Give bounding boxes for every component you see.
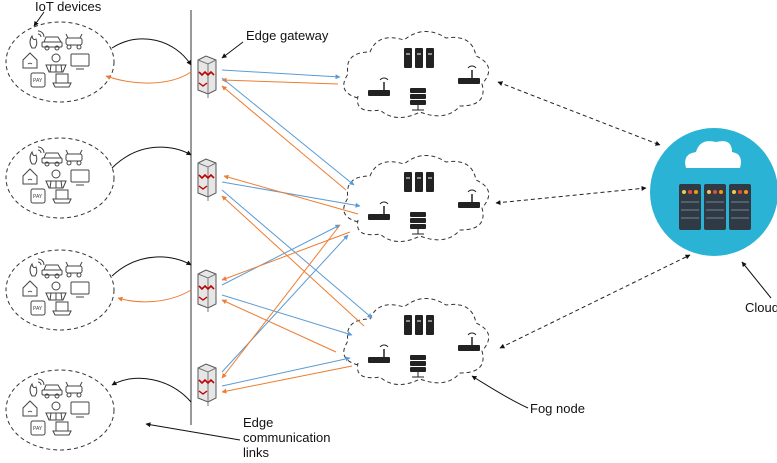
fog-node-2 [343, 154, 490, 243]
edge-links-label-line1: Edge [243, 415, 273, 430]
fog-node-1 [343, 30, 490, 119]
iot-devices-label: IoT devices [35, 0, 102, 14]
edge-gateway-4 [197, 363, 217, 407]
fog-node-label: Fog node [530, 401, 585, 416]
cloud-label: Cloud [745, 300, 777, 315]
edge-links-label-line2: communication [243, 430, 330, 445]
edge-gateway-3 [197, 269, 217, 313]
fog-cloud-links [495, 81, 691, 349]
edge-gateway-label: Edge gateway [246, 28, 329, 43]
iot-device-cluster-4 [5, 369, 115, 451]
iot-device-cluster-1 [5, 21, 115, 103]
fog-node-3 [343, 297, 490, 386]
iot-device-cluster-2 [5, 137, 115, 219]
edge-links-label-line3: links [243, 445, 270, 460]
iot-device-cluster-3 [5, 249, 115, 331]
edge-gateway-2 [197, 158, 217, 202]
edge-gateway-1 [197, 55, 217, 99]
device-gateway-links [105, 38, 192, 403]
cloud-data-center [650, 128, 777, 256]
gateway-fog-links [221, 69, 373, 394]
label-pointers [33, 11, 772, 441]
